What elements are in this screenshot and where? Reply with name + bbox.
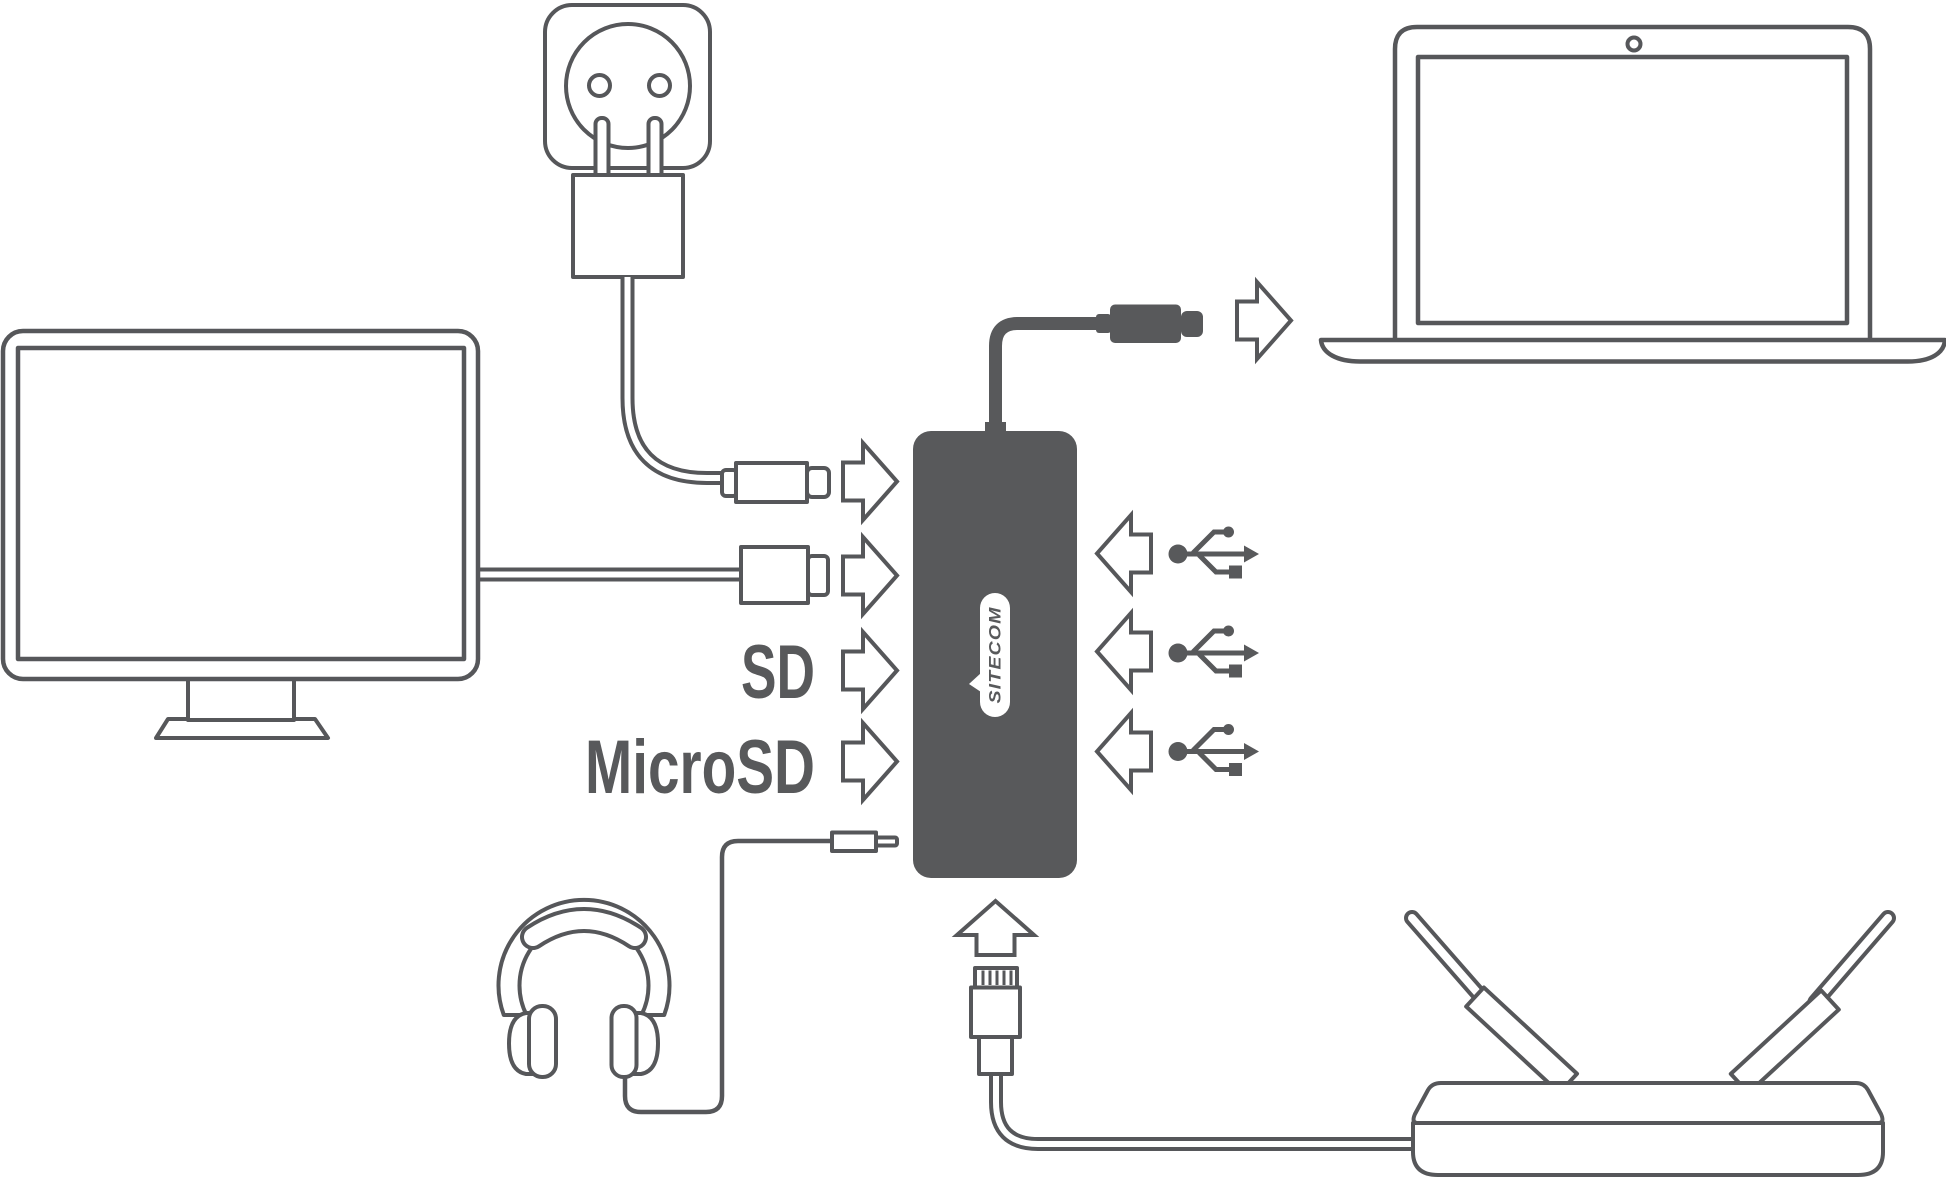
power-adapter-body [571, 173, 685, 279]
arrow-left-icon-usb1 [1095, 513, 1153, 594]
arrow-right-icon-laptop [1235, 280, 1293, 361]
audio-cable [622, 838, 833, 1115]
monitor-screen [15, 345, 467, 662]
power-cable [620, 277, 724, 485]
laptop-screen [1415, 54, 1850, 326]
outlet-hole-right [647, 73, 672, 98]
usb-power-connector-icon [720, 461, 831, 504]
logo-capsule [980, 593, 1010, 717]
arrow-left-icon-usb2 [1095, 611, 1153, 692]
usb-trident-icon-2 [1169, 626, 1260, 678]
hub-usb-c-cable [989, 317, 1096, 425]
hub-top-port [985, 422, 1006, 432]
usb-trident-icon-3 [1169, 724, 1260, 776]
router-icon [1404, 910, 1896, 1177]
outlet-hole-left [587, 73, 612, 98]
arrow-right-icon-microsd [841, 721, 899, 802]
hub-brand-text: SITECOM [986, 607, 1005, 704]
router-antenna-right [1728, 988, 1841, 1095]
ear-pad-left [527, 1004, 558, 1079]
microsd-label: MicroSD [585, 725, 815, 810]
plug-prong-left [593, 116, 611, 182]
arrow-right-icon-usb-power [841, 441, 899, 522]
ear-muff-right [631, 1011, 660, 1076]
router-top [1411, 1081, 1885, 1125]
power-outlet-icon [543, 3, 712, 279]
arrow-up-icon-ethernet [955, 899, 1036, 957]
sd-label: SD [741, 630, 815, 715]
ethernet-connector-icon [969, 966, 1022, 1076]
plug-prong-right [646, 116, 664, 182]
usb-trident-icon-1 [1169, 527, 1260, 579]
laptop-icon [1318, 24, 1946, 364]
ear-pad-right [609, 1004, 639, 1079]
ethernet-cable [989, 1074, 1414, 1151]
monitor-icon [0, 328, 481, 740]
arrow-right-icon-hdmi [841, 535, 899, 616]
usb-c-connector-icon [1096, 304, 1203, 343]
hdmi-connector-icon [739, 545, 830, 605]
laptop-base [1318, 337, 1946, 364]
monitor-neck [186, 677, 296, 722]
router-body [1411, 1121, 1885, 1177]
arrow-left-icon-usb3 [1095, 711, 1153, 792]
audio-jack-connector-icon [830, 830, 899, 853]
headphones-icon [496, 897, 672, 1079]
arrow-right-icon-sd [841, 630, 899, 711]
logo-tail [969, 673, 981, 692]
laptop-webcam [1625, 35, 1643, 53]
sitecom-logo: SITECOM [969, 593, 1010, 717]
router-antenna-left [1464, 985, 1580, 1095]
